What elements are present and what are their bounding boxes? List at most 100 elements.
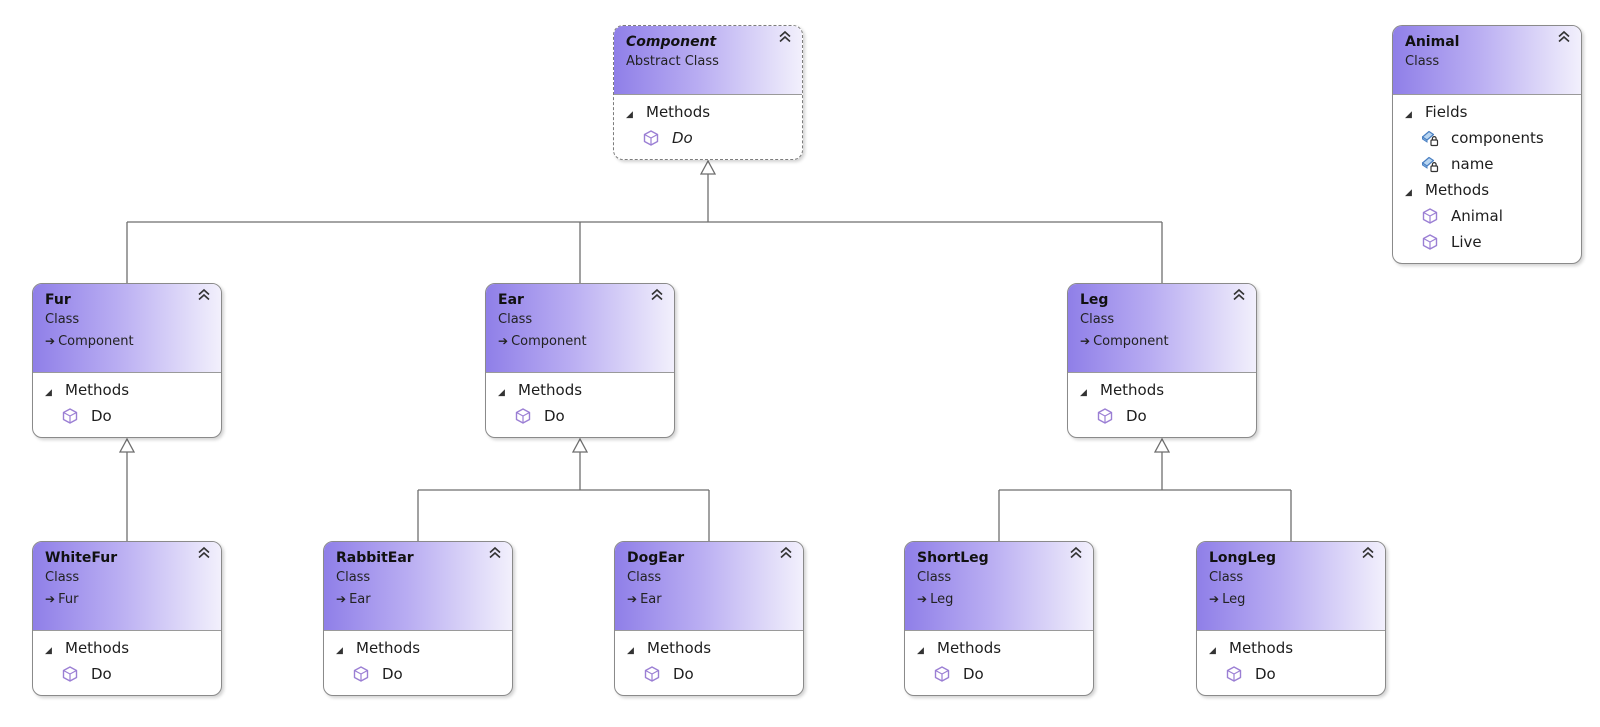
collapse-chevron-icon[interactable] [197, 546, 211, 564]
compartment-header-methods[interactable]: ◢ Methods [1197, 635, 1385, 661]
collapse-chevron-icon[interactable] [1232, 288, 1246, 306]
method-icon [1421, 207, 1439, 225]
compartment-header-methods[interactable]: ◢ Methods [33, 377, 221, 403]
member-label: Do [963, 665, 984, 683]
member-row[interactable]: name [1393, 151, 1581, 177]
collapse-chevron-icon[interactable] [779, 546, 793, 564]
method-icon [933, 665, 951, 683]
collapse-chevron-icon[interactable] [1557, 30, 1571, 48]
collapse-chevron-icon[interactable] [650, 288, 664, 306]
member-label: Animal [1451, 207, 1503, 225]
compartment-header-fields[interactable]: ◢Fields [1393, 99, 1581, 125]
collapse-chevron-icon[interactable] [488, 546, 502, 564]
compartment-header-methods[interactable]: ◢Methods [324, 635, 512, 661]
class-kind: Class [917, 570, 952, 585]
expand-triangle-icon[interactable]: ◢ [626, 110, 633, 120]
class-name: Ear [498, 292, 524, 308]
class-name: Animal [1405, 34, 1460, 50]
base-class-row: ➔Fur [45, 588, 209, 611]
base-class-row: ➔Leg [1209, 588, 1373, 611]
expand-triangle-icon[interactable]: ◢ [627, 646, 634, 656]
inherits-arrow-icon: ➔ [917, 592, 928, 606]
compartment-header-methods[interactable]: ◢ Methods [615, 635, 803, 661]
expand-triangle-icon[interactable]: ◢ [1405, 188, 1412, 198]
compartment-header-methods[interactable]: ◢Methods [1393, 177, 1581, 203]
class-name: WhiteFur [45, 550, 118, 566]
expand-triangle-icon[interactable]: ◢ [45, 388, 52, 398]
generalization-arrowhead-icon [1153, 437, 1171, 453]
member-row[interactable]: Do [614, 125, 802, 151]
class-kind: Class [498, 312, 533, 327]
compartment-header-methods[interactable]: ◢Methods [486, 377, 674, 403]
member-row[interactable]: Do [1197, 661, 1385, 687]
compartment-title: Methods [65, 381, 130, 399]
collapse-chevron-icon[interactable] [197, 288, 211, 306]
compartment-header-methods[interactable]: ◢Methods [905, 635, 1093, 661]
collapse-chevron-icon[interactable] [1361, 546, 1375, 564]
compartment-header-methods[interactable]: ◢Methods [1068, 377, 1256, 403]
member-row[interactable]: Live [1393, 229, 1581, 255]
compartment-title: Methods [1229, 639, 1294, 657]
expand-triangle-icon[interactable]: ◢ [917, 646, 924, 656]
member-row[interactable]: Do [486, 403, 674, 429]
method-icon [514, 407, 532, 425]
inheritance-link-to-component [126, 159, 1163, 283]
member-row[interactable]: Do [615, 661, 803, 687]
expand-triangle-icon[interactable]: ◢ [45, 646, 52, 656]
compartment-header-methods[interactable]: ◢Methods [33, 635, 221, 661]
base-class-row: ➔Component [45, 330, 209, 353]
collapse-chevron-icon[interactable] [1069, 546, 1083, 564]
expand-triangle-icon[interactable]: ◢ [1080, 388, 1087, 398]
member-row[interactable]: Do [1068, 403, 1256, 429]
member-label: Do [1126, 407, 1147, 425]
class-kind: Class [1080, 312, 1115, 327]
compartment-title: Methods [647, 639, 712, 657]
generalization-arrowhead-icon [699, 159, 717, 175]
expand-triangle-icon[interactable]: ◢ [1405, 110, 1412, 120]
member-row[interactable]: Do [905, 661, 1093, 687]
member-row[interactable]: Animal [1393, 203, 1581, 229]
compartment-header-methods[interactable]: ◢Methods [614, 99, 802, 125]
member-row[interactable]: Do [33, 661, 221, 687]
class-name: DogEar [627, 550, 685, 566]
member-row[interactable]: Do [324, 661, 512, 687]
method-icon [1421, 233, 1439, 251]
base-class-name: Fur [58, 592, 79, 607]
class-kind: Class [1405, 54, 1440, 69]
base-class-row: ➔Leg [917, 588, 1081, 611]
inherits-arrow-icon: ➔ [627, 592, 638, 606]
collapse-chevron-icon[interactable] [778, 30, 792, 48]
inherits-arrow-icon: ➔ [45, 334, 56, 348]
member-row[interactable]: components [1393, 125, 1581, 151]
class-name: Fur [45, 292, 71, 308]
private-field-icon [1421, 155, 1439, 173]
method-icon [61, 665, 79, 683]
member-row[interactable]: Do [33, 403, 221, 429]
member-label: Do [544, 407, 565, 425]
class-kind: Class [627, 570, 662, 585]
expand-triangle-icon[interactable]: ◢ [1209, 646, 1216, 656]
class-name: RabbitEar [336, 550, 414, 566]
class-kind: Class [45, 312, 80, 327]
inheritance-link-to-fur [118, 437, 136, 541]
inherits-arrow-icon: ➔ [45, 592, 56, 606]
expand-triangle-icon[interactable]: ◢ [336, 646, 343, 656]
expand-triangle-icon[interactable]: ◢ [498, 388, 505, 398]
